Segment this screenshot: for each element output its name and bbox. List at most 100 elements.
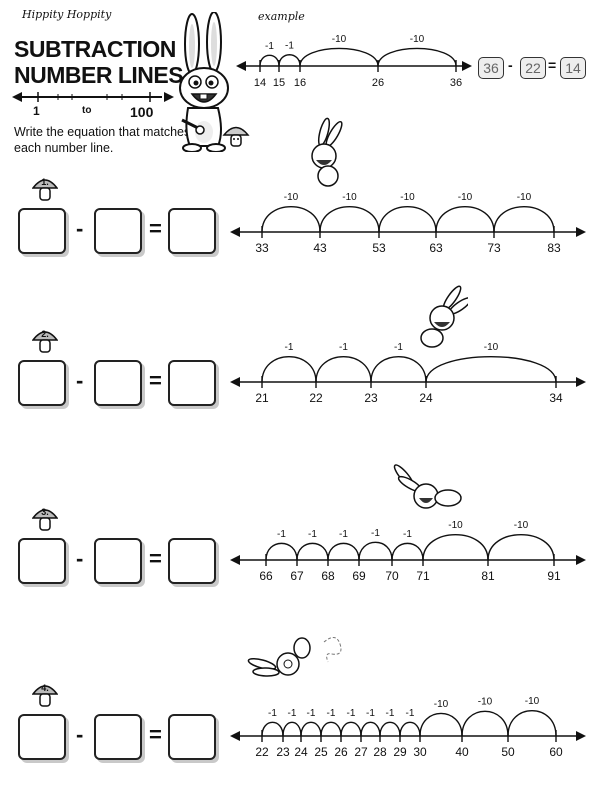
problem-number: 4.: [41, 683, 49, 693]
minus-sign: -: [76, 722, 84, 747]
range-to-label: to: [82, 105, 92, 116]
subtrahend-answer-box[interactable]: [94, 208, 142, 254]
difference-answer-box[interactable]: [168, 360, 216, 406]
mushroom-icon: [222, 126, 250, 147]
hop-arc: [261, 355, 317, 383]
arrow-left-icon: [230, 377, 240, 387]
hop-label: -1: [403, 529, 412, 540]
tick-label: 60: [549, 745, 563, 759]
tick-label: 15: [273, 77, 285, 89]
hop-label: -10: [517, 192, 532, 203]
hop-arc: [261, 721, 284, 737]
tick-label: 26: [372, 77, 384, 89]
equals-sign: =: [149, 546, 162, 571]
instructions: Write the equation that matches each num…: [14, 125, 191, 155]
subtrahend-answer-box[interactable]: [94, 714, 142, 760]
hop-label: -1: [339, 529, 348, 540]
hop-arc: [358, 541, 393, 561]
tick-label: 22: [309, 391, 323, 405]
tick-label: 22: [255, 745, 269, 759]
hop-arc: [377, 47, 457, 67]
bunny-icon: [311, 117, 343, 187]
equals-sign: =: [149, 216, 162, 241]
hop-arc: [399, 721, 421, 737]
minus-sign: -: [76, 368, 84, 393]
minuend-answer-box[interactable]: [18, 714, 66, 760]
arrow-right-icon: [462, 61, 472, 71]
tick-label: 70: [385, 569, 399, 583]
arrow-right-icon: [576, 555, 586, 565]
arrow-left-icon: [230, 555, 240, 565]
arrow-right-icon: [576, 731, 586, 741]
subtrahend-answer-box[interactable]: [94, 360, 142, 406]
minuend-answer-box[interactable]: [18, 208, 66, 254]
hop-arc: [265, 542, 298, 561]
difference-answer-box[interactable]: [168, 208, 216, 254]
hop-arc: [315, 355, 372, 383]
tick-label: 21: [255, 391, 269, 405]
difference-answer-box[interactable]: [168, 538, 216, 584]
title-line-2: NUMBER LINES: [14, 62, 184, 88]
hop-label: -1: [339, 342, 348, 353]
tick-label: 25: [314, 745, 328, 759]
tick-label: 14: [254, 77, 266, 89]
hop-label: -1: [288, 708, 297, 719]
tick-label: 16: [294, 77, 306, 89]
hop-arc: [378, 205, 437, 233]
hop-label: -1: [307, 708, 316, 719]
hop-label: -10: [458, 192, 473, 203]
hop-label: -10: [332, 34, 347, 45]
example-difference-box: 14: [560, 57, 586, 79]
hop-arc: [320, 721, 342, 737]
range-end-label: 100: [130, 104, 154, 120]
minuend-answer-box[interactable]: [18, 538, 66, 584]
hop-arc: [319, 205, 380, 233]
tick-label: 28: [373, 745, 387, 759]
arrow-left-icon: [236, 61, 246, 71]
hop-label: -1: [371, 528, 380, 539]
hop-arc: [493, 205, 555, 233]
tick-label: 23: [276, 745, 290, 759]
hop-label: -10: [478, 697, 493, 708]
hop-label: -10: [514, 520, 529, 531]
equals-sign: =: [149, 722, 162, 747]
minuend-answer-box[interactable]: [18, 360, 66, 406]
hop-arc: [296, 542, 329, 561]
hop-arc: [425, 356, 557, 383]
hop-label: -1: [277, 529, 286, 540]
hop-label: -1: [366, 708, 375, 719]
hop-label: -10: [484, 342, 499, 353]
hop-arc: [261, 205, 321, 233]
tick-label: 27: [354, 745, 368, 759]
tick-label: 43: [313, 241, 327, 255]
hop-arc: [327, 542, 360, 561]
problem-number: 2.: [41, 329, 49, 339]
hop-label: -10: [410, 34, 425, 45]
mushroom-icon: 2.: [31, 328, 59, 359]
equals-sign: =: [149, 368, 162, 393]
hop-arc: [461, 710, 509, 737]
hop-label: -1: [285, 40, 294, 51]
tick-label: 68: [321, 569, 335, 583]
hop-arc: [370, 355, 427, 383]
tick-label: 29: [393, 745, 407, 759]
tick-label: 67: [290, 569, 304, 583]
bunny-icon: [179, 12, 229, 152]
hop-label: -1: [406, 708, 415, 719]
example-minuend-box: 36: [478, 57, 504, 79]
bunny-icon: [393, 464, 462, 509]
subtrahend-answer-box[interactable]: [94, 538, 142, 584]
problem-number: 3.: [41, 507, 49, 517]
tick-label: 24: [419, 391, 433, 405]
tick-label: 53: [372, 241, 386, 255]
hop-arc: [259, 54, 280, 67]
hop-label: -10: [525, 696, 540, 707]
hop-label: -10: [400, 192, 415, 203]
tick-label: 23: [364, 391, 378, 405]
arrow-left-icon: [230, 731, 240, 741]
difference-answer-box[interactable]: [168, 714, 216, 760]
hop-arc: [487, 533, 555, 561]
